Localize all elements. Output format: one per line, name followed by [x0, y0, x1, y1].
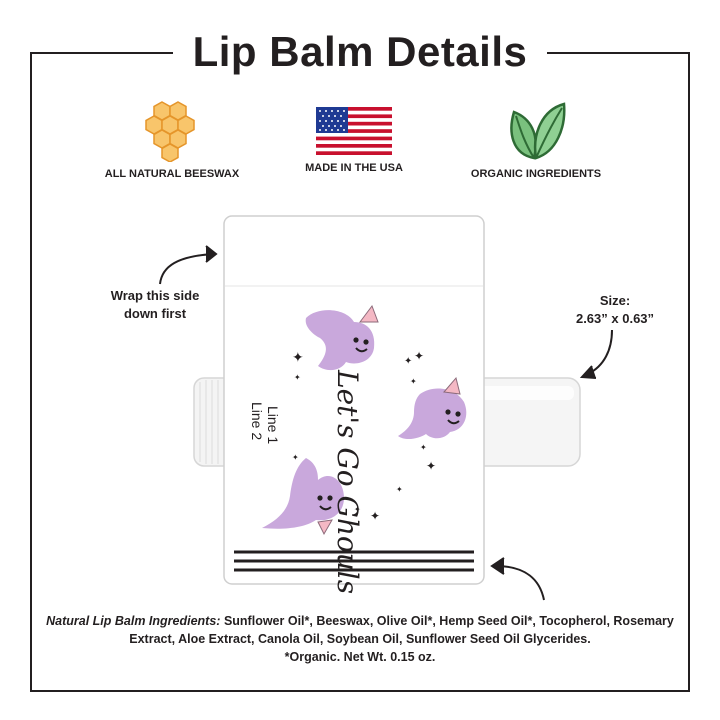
feature-organic: ORGANIC INGREDIENTS — [461, 98, 611, 181]
feature-usa: MADE IN THE USA — [279, 98, 429, 175]
label-script-text: Let's Go Ghouls — [331, 369, 364, 594]
size-value: 2.63” x 0.63” — [575, 311, 655, 326]
ingredients-text: Natural Lip Balm Ingredients: Sunflower … — [40, 612, 680, 666]
svg-text:✦: ✦ — [354, 505, 361, 514]
svg-text:✦: ✦ — [292, 453, 299, 462]
size-title: Size: — [599, 293, 631, 308]
ghost-bottom — [262, 458, 344, 536]
lip-balm-tube — [193, 377, 581, 467]
honeycomb-icon — [145, 101, 195, 162]
size-note: Size: 2.63” x 0.63” — [550, 292, 680, 328]
title-wrap: Lip Balm Details — [0, 22, 720, 82]
stripes-arrow — [490, 557, 545, 601]
leaves-icon — [510, 102, 566, 160]
svg-text:✦: ✦ — [404, 356, 412, 367]
lip-balm-label: ✦ ✦ ✦ ✦ ✦ ✦ ✦ ✦ ✦ ✦ ✦ Let's Go Ghouls Li… — [223, 215, 485, 594]
ghost-top — [305, 304, 379, 371]
svg-text:✦: ✦ — [426, 459, 436, 473]
feature-label: ALL NATURAL BEESWAX — [104, 168, 240, 180]
custom-line-2: Line 2 — [249, 402, 265, 440]
ghost-right — [398, 376, 467, 440]
custom-line-1: Line 1 — [265, 406, 281, 444]
svg-text:✦: ✦ — [292, 349, 304, 365]
feature-label: ORGANIC INGREDIENTS — [470, 168, 602, 180]
size-arrow — [579, 329, 613, 379]
page-title: Lip Balm Details — [172, 22, 548, 82]
svg-text:✦: ✦ — [410, 377, 417, 386]
svg-text:✦: ✦ — [370, 509, 380, 523]
wrap-arrow — [159, 245, 218, 285]
svg-text:✦: ✦ — [396, 485, 403, 494]
svg-text:✦: ✦ — [420, 443, 427, 452]
wrap-side-note: Wrap this side down first — [110, 288, 200, 321]
feature-beeswax: ALL NATURAL BEESWAX — [97, 98, 247, 181]
ingredients-lead: Natural Lip Balm Ingredients: — [46, 614, 221, 628]
us-flag-icon — [316, 107, 392, 155]
ingredients-list: Sunflower Oil*, Beeswax, Olive Oil*, Hem… — [129, 614, 674, 646]
sparkles: ✦ ✦ ✦ ✦ ✦ ✦ ✦ ✦ ✦ ✦ ✦ — [292, 349, 436, 523]
svg-text:✦: ✦ — [414, 349, 424, 363]
svg-text:✦: ✦ — [294, 373, 301, 382]
feature-label: MADE IN THE USA — [305, 162, 403, 174]
ingredients-note: *Organic. Net Wt. 0.15 oz. — [284, 650, 436, 664]
